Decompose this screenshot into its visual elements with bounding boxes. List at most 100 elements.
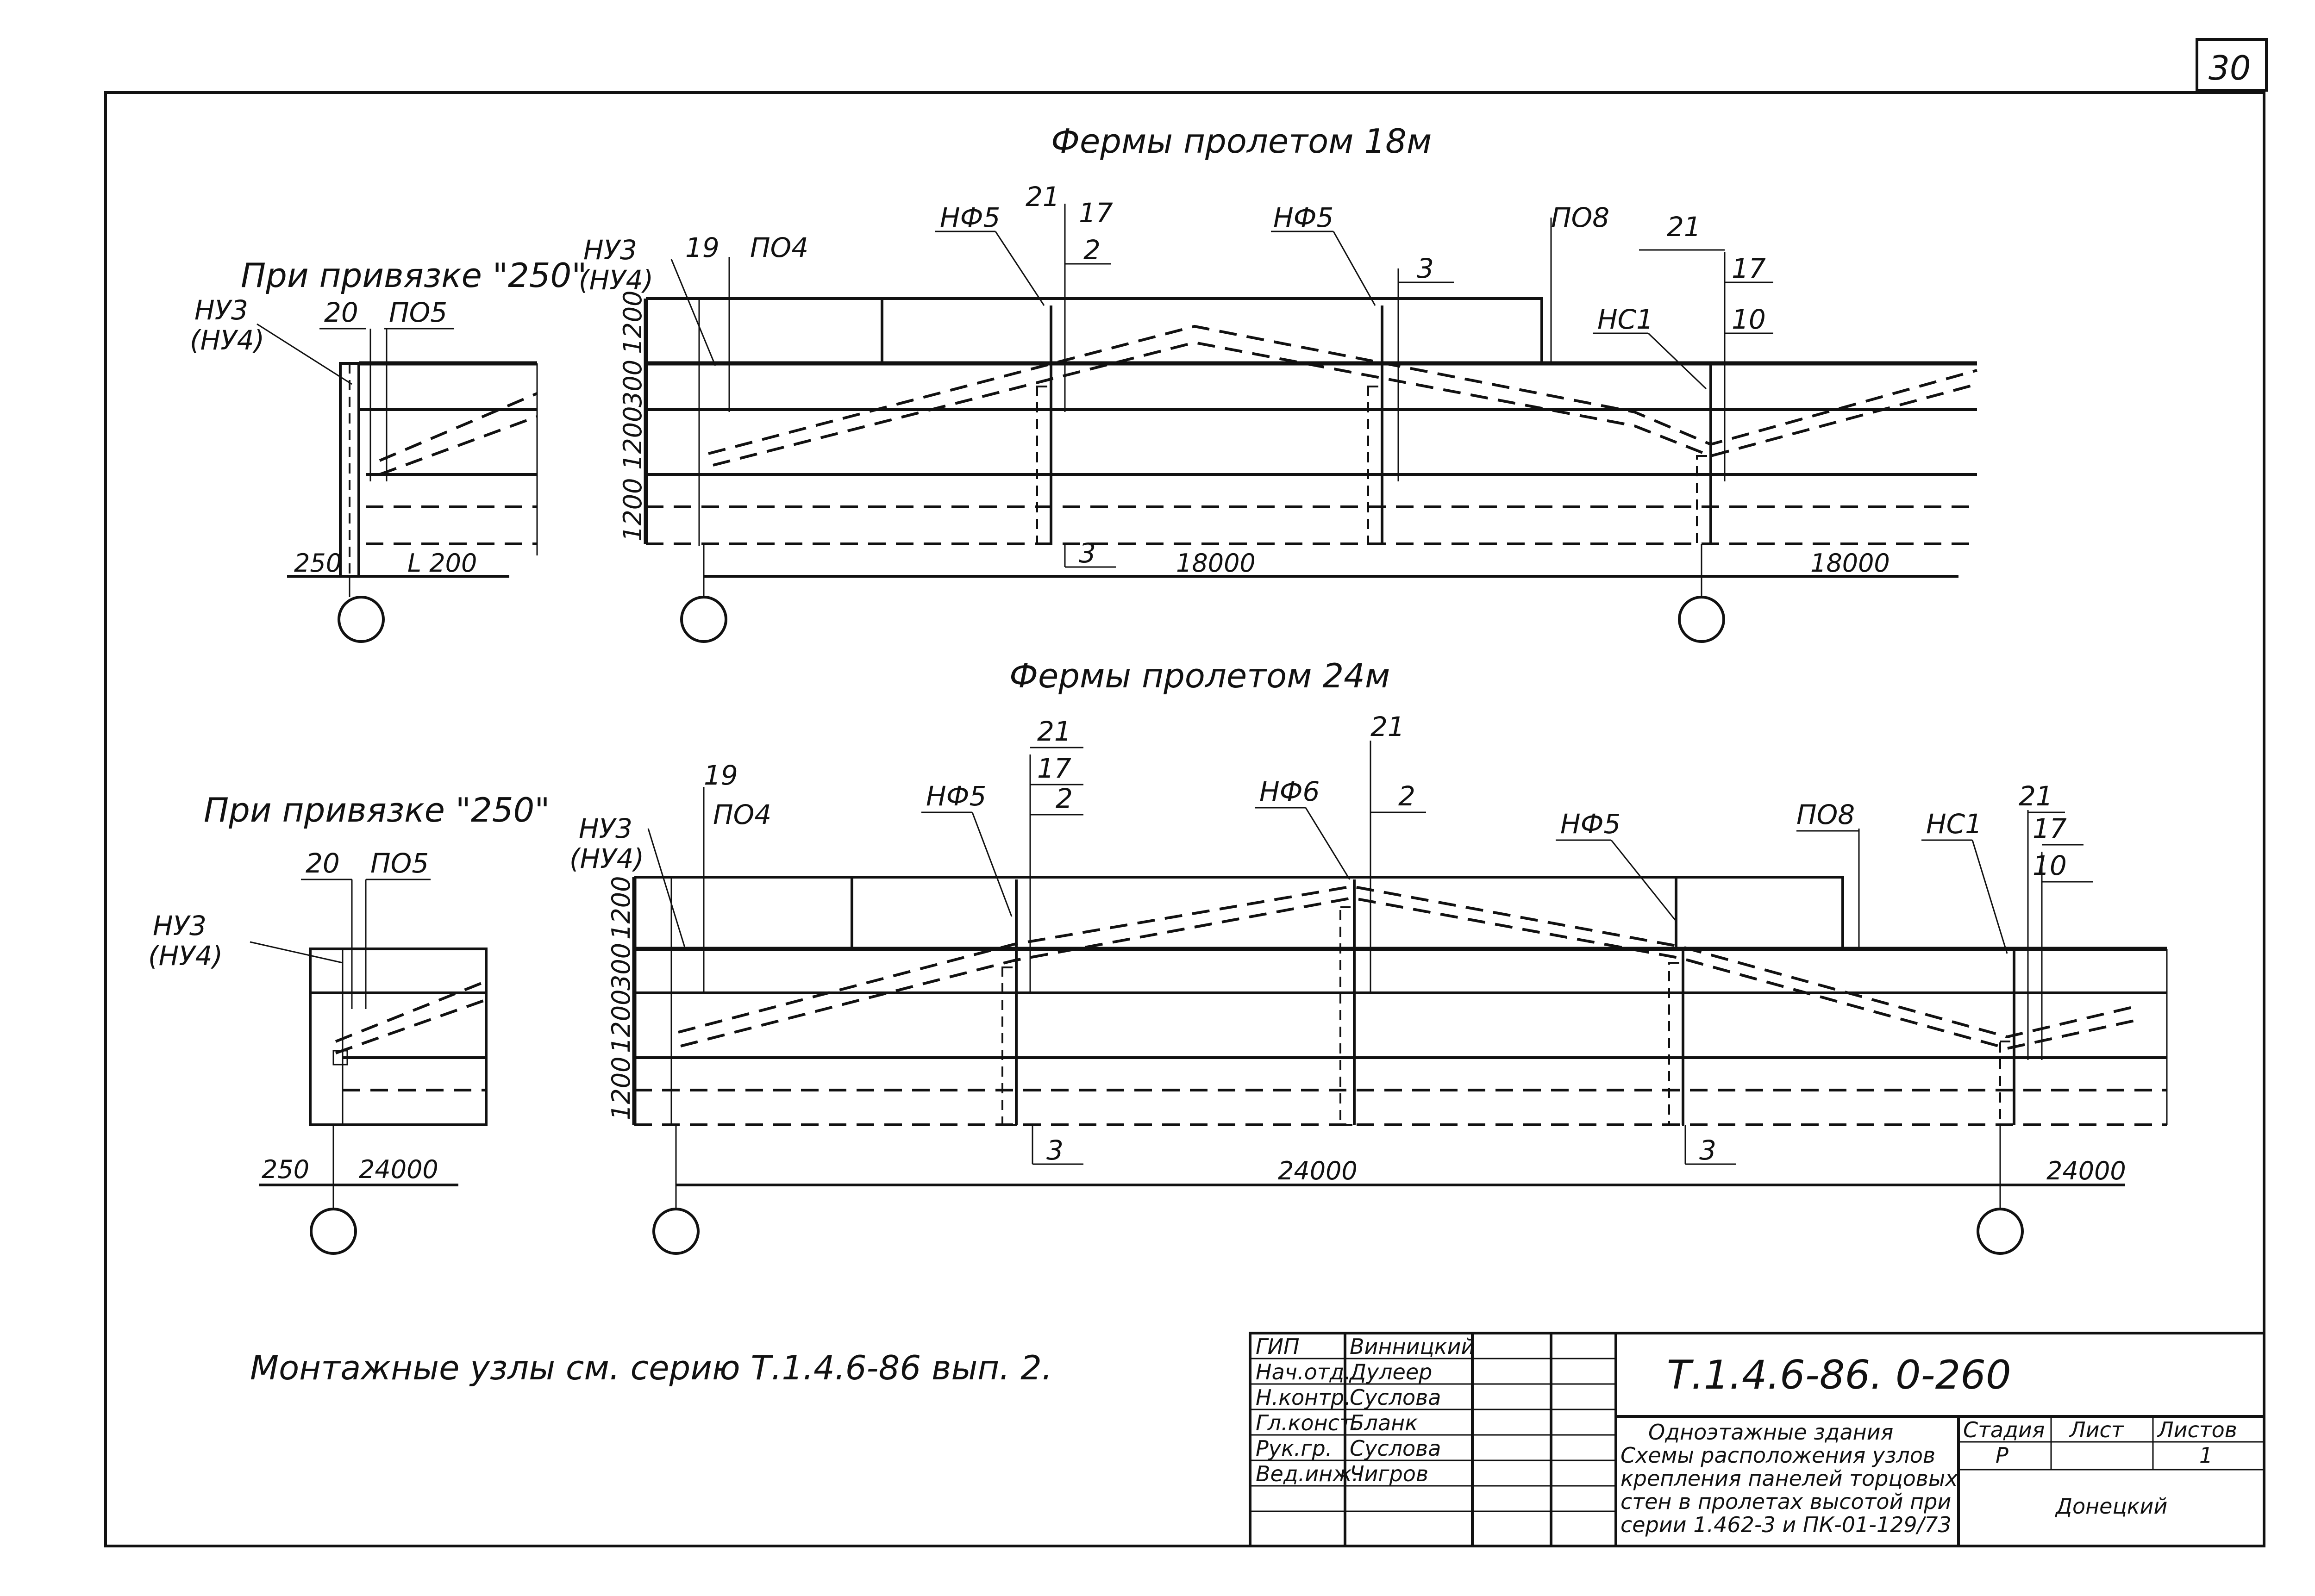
page-number-box [2196,38,2268,92]
inset-24-po5: ПО5 [370,848,429,879]
el24-p19: 19 [704,760,738,791]
el24-heights: 1200 300 1200 1200 [607,876,636,1120]
el24-h3: 1200 [607,990,636,1053]
section-18-title: Фермы пролетом 18м [1051,122,1432,161]
tb-name-0: Винницкий [1350,1334,1475,1359]
tb-name-3: Бланк [1350,1410,1418,1435]
el24-p17c: 17 [2033,813,2067,844]
el24-h4: 1200 [607,1057,636,1120]
el18-nu4: (НУ4) [579,264,653,296]
el18-p21b: 21 [1667,211,1701,243]
el18-p17b: 17 [1732,253,1766,284]
el24-ns1: НС1 [1926,808,1982,840]
el18-nu3: НУ3 [583,234,637,266]
tb-role-3: Гл.конст. [1256,1410,1358,1435]
el18-span1: 18000 [1176,549,1256,578]
inset-18-dim-left: 250 [294,549,342,578]
el18-axis-bubble-2 [1678,596,1725,643]
tb-stage: Р [1996,1443,2008,1468]
inset-24-axis-bubble [310,1208,357,1255]
assembly-note: Монтажные узлы см. серию Т.1.4.6-86 вып.… [250,1348,1052,1387]
el24-h1: 1200 [607,876,636,940]
el24-po4: ПО4 [713,799,771,830]
tb-role-1: Нач.отд. [1256,1359,1351,1384]
el24-span1: 24000 [1278,1156,1358,1185]
el18-p17a: 17 [1079,197,1113,229]
el18-po4: ПО4 [750,232,808,263]
el24-nf5a: НФ5 [926,780,986,812]
el18-po8: ПО8 [1551,202,1609,233]
inset-18: При привязке "250" НУ3 (НУ4) 20 ПО5 250 … [190,256,587,643]
tb-org: Донецкий [2055,1494,2167,1519]
tb-desc-0: Одноэтажные здания [1648,1420,1893,1445]
inset-24-p20: 20 [306,848,340,879]
inset-18-nu4: (НУ4) [190,324,264,356]
tb-desc-3: стен в пролетах высотой при [1620,1489,1951,1514]
tb-role-0: ГИП [1256,1334,1300,1359]
inset-24-nu4: (НУ4) [148,940,223,972]
page-number: 30 [2209,49,2251,87]
inset-18-axis-bubble [338,596,385,643]
el24-p2b: 2 [1398,780,1415,812]
tb-code: Т.1.4.6-86. 0-260 [1667,1352,2011,1398]
tb-stage-label: Стадия [1963,1417,2045,1442]
tb-sheet-label: Лист [2069,1417,2124,1442]
tb-role-2: Н.контр. [1256,1385,1351,1410]
tb-name-1: Дулеер [1349,1359,1432,1384]
el24-p17a: 17 [1037,753,1071,784]
el24-p3a: 3 [1046,1135,1064,1166]
title-block: Т.1.4.6-86. 0-260 ГИП Нач.отд. Н.контр. … [1249,1332,2265,1547]
el24-axis-bubble-1 [652,1208,700,1255]
el18-p19: 19 [685,232,720,263]
inset-24-dim-left: 250 [262,1155,309,1184]
inset-24-dim-right: 24000 [359,1155,438,1184]
tb-sheets: 1 [2199,1443,2213,1468]
inset-18-p20: 20 [324,297,358,328]
tb-role-5: Вед.инж. [1256,1461,1358,1486]
el18-span2: 18000 [1810,549,1890,578]
inset-18-dim-right: L 200 [407,549,477,578]
tb-desc-1: Схемы расположения узлов [1620,1443,1935,1468]
el24-nf5b: НФ5 [1560,808,1620,840]
tb-desc-4: серии 1.462-3 и ПК-01-129/73 [1620,1512,1952,1537]
tb-name-5: Чигров [1350,1461,1428,1486]
section-24-title: Фермы пролетом 24м [1009,656,1390,695]
el18-heights: 1200 300 1200 1200 [618,291,647,542]
tb-desc-2: крепления панелей торцовых [1620,1466,1958,1491]
inset-18-nu3: НУ3 [194,294,248,326]
elevation-18: НУ3 (НУ4) 19 ПО4 НФ5 21 17 2 НФ5 3 ПО8 2… [579,181,1977,643]
inset-24-title: При привязке "250" [204,791,550,829]
elevation-24: НУ3 (НУ4) 19 ПО4 НФ5 21 17 2 НФ6 21 2 НФ… [569,711,2168,1255]
el18-h3: 1200 [618,406,647,470]
inset-18-title: При привязке "250" [241,256,587,295]
el24-p2a: 2 [1056,783,1073,814]
el24-nf6: НФ6 [1259,776,1320,807]
tb-role-4: Рук.гр. [1256,1436,1332,1461]
tb-name-2: Суслова [1350,1385,1441,1410]
el24-nu3: НУ3 [579,813,632,844]
el24-p21a: 21 [1037,716,1071,747]
tb-sheets-label: Листов [2157,1417,2237,1442]
el18-h4: 1200 [618,478,647,542]
el18-p2: 2 [1083,234,1101,266]
el24-axis-bubble-2 [1977,1208,2024,1255]
el24-h2: 300 [607,943,636,991]
el18-nf5a: НФ5 [940,202,1000,233]
inset-18-po5: ПО5 [389,297,447,328]
el18-p3top: 3 [1417,253,1434,284]
el18-ns1: НС1 [1597,304,1653,335]
el18-axis-bubble-1 [680,596,727,643]
el18-p3bot: 3 [1079,537,1096,569]
el24-p21b: 21 [1370,711,1405,742]
inset-24-nu3: НУ3 [153,910,206,941]
el18-p21a: 21 [1026,181,1060,212]
el18-h1: 1200 [618,291,647,354]
el24-po8: ПО8 [1796,799,1855,830]
el24-p10: 10 [2033,850,2067,881]
el24-nu4: (НУ4) [569,843,644,874]
el24-p21c: 21 [2019,780,2053,812]
inset-24: При привязке "250" 20 ПО5 НУ3 (НУ4) 250 … [148,791,550,1255]
el18-p10: 10 [1732,304,1766,335]
tb-name-4: Суслова [1350,1436,1441,1461]
